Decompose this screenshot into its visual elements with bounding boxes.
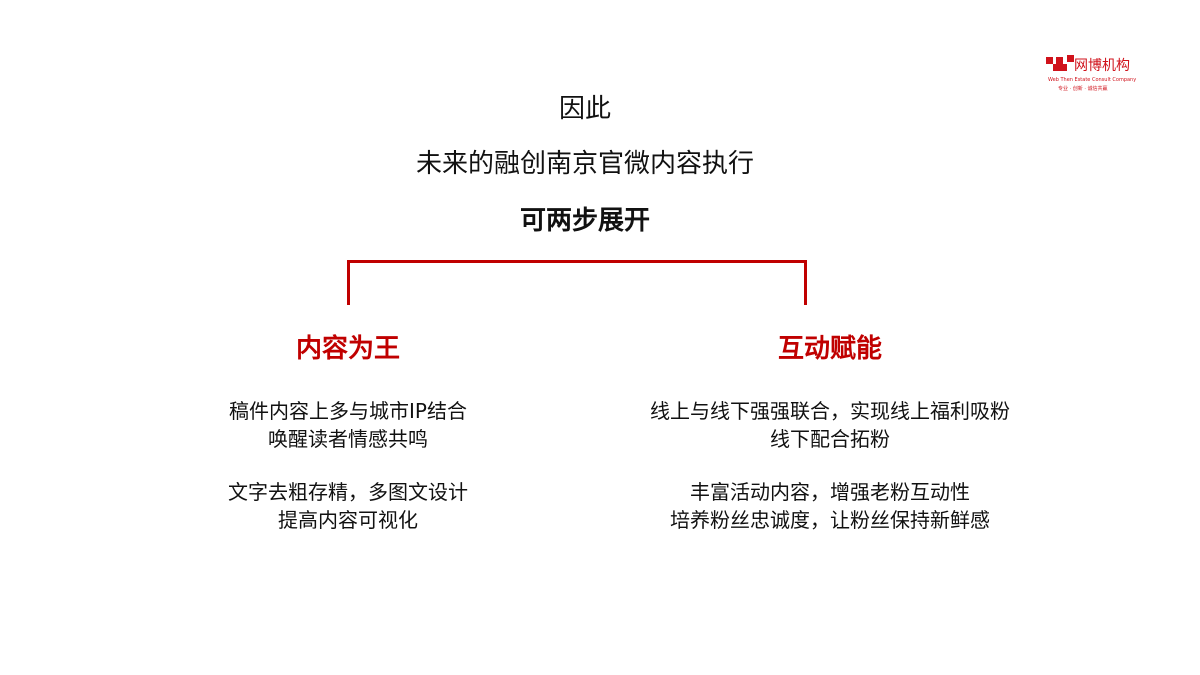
title-line-3: 可两步展开 xyxy=(519,206,650,236)
text-line: 唤醒读者情感共鸣 xyxy=(268,427,428,451)
text-line: 文字去粗存精，多图文设计 xyxy=(228,480,468,504)
text-line: 线上与线下强强联合，实现线上福利吸粉 xyxy=(650,399,1010,423)
branch-paragraph: 丰富活动内容，增强老粉互动性 培养粉丝忠诚度，让粉丝保持新鲜感 xyxy=(600,478,1060,534)
company-logo: 网博机构 Web Then Estate Consult Company 专业 … xyxy=(1046,55,1146,100)
logo-tagline: Web Then Estate Consult Company xyxy=(1048,77,1137,83)
bracket-horizontal xyxy=(347,260,807,263)
text-line: 稿件内容上多与城市IP结合 xyxy=(229,399,467,423)
branch-paragraph: 线上与线下强强联合，实现线上福利吸粉 线下配合拓粉 xyxy=(600,397,1060,453)
branch-left: 内容为王 稿件内容上多与城市IP结合 唤醒读者情感共鸣 文字去粗存精，多图文设计… xyxy=(198,328,498,534)
text-line: 提高内容可视化 xyxy=(278,508,418,532)
branch-right: 互动赋能 线上与线下强强联合，实现线上福利吸粉 线下配合拓粉 丰富活动内容，增强… xyxy=(600,328,1060,534)
logo-mark-icon xyxy=(1046,55,1074,71)
title-line-2: 未来的融创南京官微内容执行 xyxy=(415,149,754,179)
logo-name: 网博机构 xyxy=(1074,58,1130,74)
branch-paragraph: 文字去粗存精，多图文设计 提高内容可视化 xyxy=(198,478,498,534)
text-line: 培养粉丝忠诚度，让粉丝保持新鲜感 xyxy=(670,508,990,532)
logo-motto: 专业 · 创新 · 诚信共赢 xyxy=(1058,86,1108,92)
text-line: 丰富活动内容，增强老粉互动性 xyxy=(690,480,970,504)
branch-paragraph: 稿件内容上多与城市IP结合 唤醒读者情感共鸣 xyxy=(198,397,498,453)
branch-heading: 内容为王 xyxy=(295,334,400,364)
branch-heading: 互动赋能 xyxy=(777,334,882,364)
bracket-left-leg xyxy=(347,260,350,305)
title-line-1: 因此 xyxy=(558,94,611,124)
bracket-right-leg xyxy=(804,260,807,305)
text-line: 线下配合拓粉 xyxy=(770,427,890,451)
